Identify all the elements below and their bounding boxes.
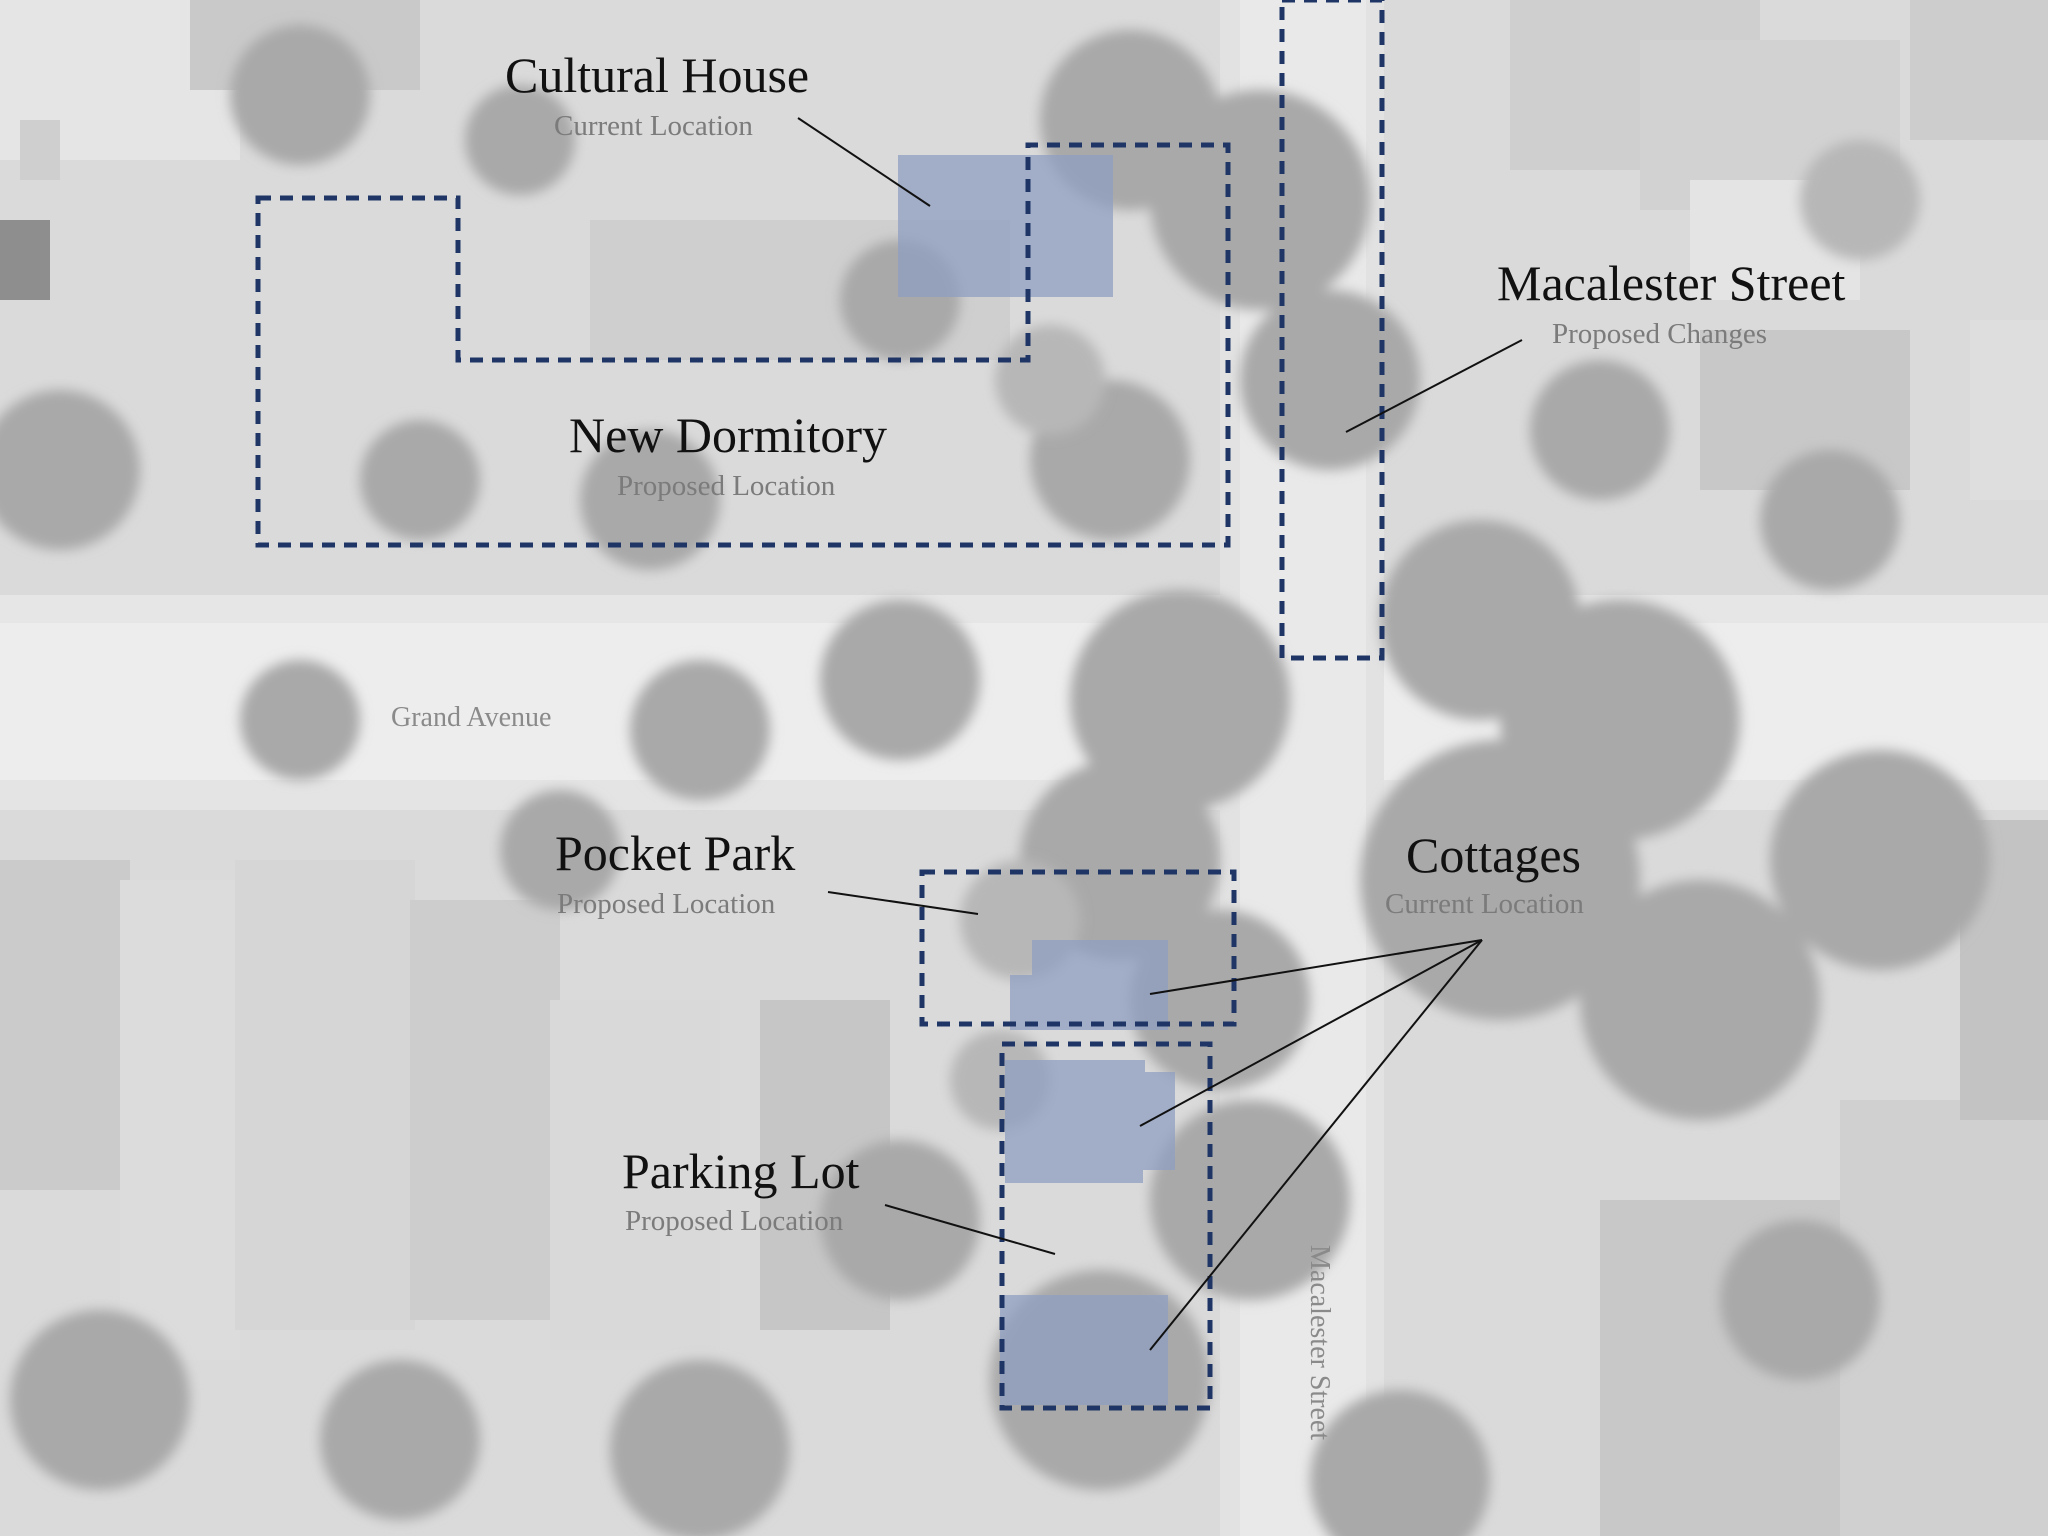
dashed-outlines (255, 0, 1385, 1411)
grand-avenue-street-label: Grand Avenue (391, 702, 552, 733)
macalester-street-title: Macalester Street (1497, 255, 1846, 311)
cultural-house-title: Cultural House (505, 47, 810, 103)
parking-lot-title: Parking Lot (622, 1143, 860, 1199)
new-dormitory-title: New Dormitory (569, 407, 887, 463)
leader-lines (797, 117, 1523, 1351)
cottage-footprint-2 (1005, 1060, 1175, 1183)
cottages-subtitle: Current Location (1385, 888, 1584, 920)
pocket-park-subtitle: Proposed Location (557, 888, 776, 920)
new-dormitory-outline (255, 142, 1231, 548)
macalester-street-subtitle: Proposed Changes (1552, 318, 1768, 350)
pocket-park-outline (919, 869, 1237, 1027)
tree-canopy (0, 25, 1990, 1536)
pocket-park-title: Pocket Park (555, 825, 796, 881)
macalester-street-street-label: Macalester Street (1304, 1245, 1335, 1441)
cottage-footprint-3 (1000, 1295, 1168, 1405)
new-dormitory-subtitle: Proposed Location (617, 470, 836, 502)
cottages-title: Cottages (1406, 827, 1581, 883)
cultural-house-footprint (898, 155, 1113, 297)
cottage-footprint-1 (1010, 940, 1168, 1030)
macalester-street-outline (1279, 0, 1385, 661)
cultural-house-subtitle: Current Location (554, 110, 753, 142)
highlight-footprints (898, 155, 1175, 1405)
parking-lot-subtitle: Proposed Location (625, 1205, 844, 1237)
